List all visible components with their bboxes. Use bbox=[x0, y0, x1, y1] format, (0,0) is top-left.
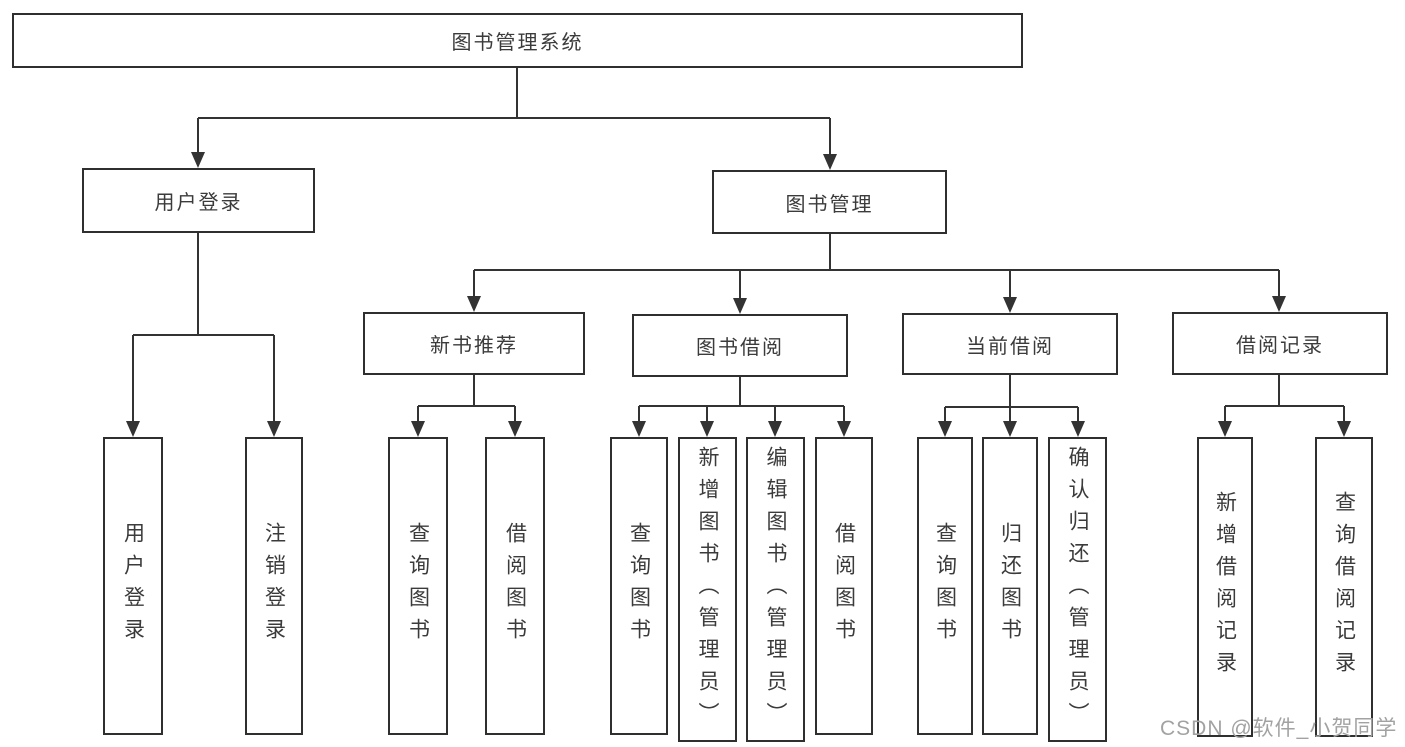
node-leaf-logout: 注销登录 bbox=[245, 437, 303, 735]
node-cb-confirm-return-admin: 确认归还（管理员） bbox=[1048, 437, 1107, 742]
node-user-login: 用户登录 bbox=[82, 168, 315, 233]
node-nbr-query-books: 查询图书 bbox=[388, 437, 448, 735]
node-br-query-record: 查询借阅记录 bbox=[1315, 437, 1373, 737]
node-bb-edit-books-admin: 编辑图书（管理员） bbox=[746, 437, 805, 742]
node-br-add-record: 新增借阅记录 bbox=[1197, 437, 1253, 737]
node-current-borrowing: 当前借阅 bbox=[902, 313, 1118, 375]
node-book-borrowing: 图书借阅 bbox=[632, 314, 848, 377]
node-leaf-user-login: 用户登录 bbox=[103, 437, 163, 735]
node-borrow-records: 借阅记录 bbox=[1172, 312, 1388, 375]
node-new-book-recommend: 新书推荐 bbox=[363, 312, 585, 375]
node-bb-add-books-admin: 新增图书（管理员） bbox=[678, 437, 737, 742]
watermark: CSDN @软件_小贺同学 bbox=[1160, 717, 1398, 740]
node-bb-borrow-books: 借阅图书 bbox=[815, 437, 873, 735]
node-root: 图书管理系统 bbox=[12, 13, 1023, 68]
node-cb-return-books: 归还图书 bbox=[982, 437, 1038, 735]
node-cb-query-books: 查询图书 bbox=[917, 437, 973, 735]
node-book-management: 图书管理 bbox=[712, 170, 947, 234]
node-bb-query-books: 查询图书 bbox=[610, 437, 668, 735]
node-nbr-borrow-books: 借阅图书 bbox=[485, 437, 545, 735]
